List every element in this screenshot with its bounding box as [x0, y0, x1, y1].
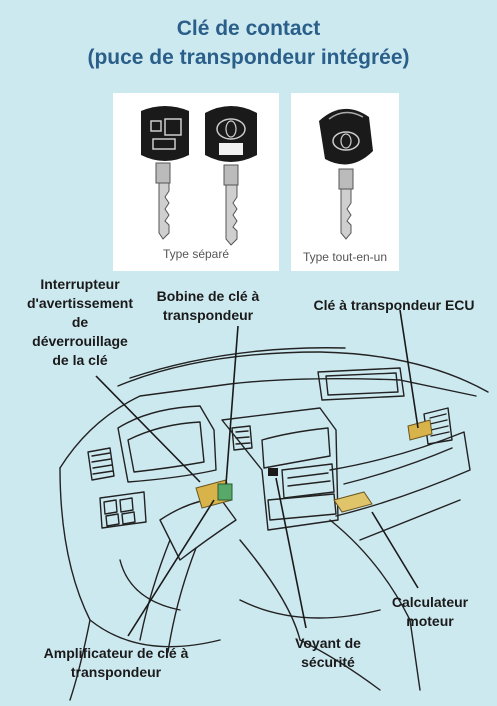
label-transponder-coil: Bobine de clé à transpondeur: [156, 288, 260, 323]
title-line-2: (puce de transpondeur intégrée): [87, 46, 410, 69]
allinone-type-caption: Type tout-en-un: [302, 250, 388, 264]
label-security-light: Voyant de sécurité: [295, 635, 361, 670]
allinone-type-key-illustration: [319, 108, 373, 240]
page-title: Clé de contact (puce de transpondeur int…: [0, 14, 497, 72]
transponder-components: [195, 419, 433, 513]
key-icon: [205, 106, 257, 246]
label-transponder-amplifier: Amplificateur de clé à transpondeur: [43, 645, 189, 680]
allinone-type-key-panel: Type tout-en-un: [291, 93, 399, 271]
separate-type-caption: Type séparé: [162, 247, 230, 261]
key-icon: [319, 108, 373, 240]
label-transponder-ecu: Clé à transpondeur ECU: [313, 297, 475, 313]
title-line-1: Clé de contact: [176, 17, 321, 40]
separate-type-key-panel: Type séparé: [113, 93, 279, 271]
label-engine-ecu: Calculateur moteur: [391, 594, 469, 629]
key-icon: [141, 106, 189, 240]
label-warning-switch: Interrupteur d'avertissement de déverrou…: [26, 276, 134, 368]
separate-type-keys-illustration: [141, 106, 257, 246]
